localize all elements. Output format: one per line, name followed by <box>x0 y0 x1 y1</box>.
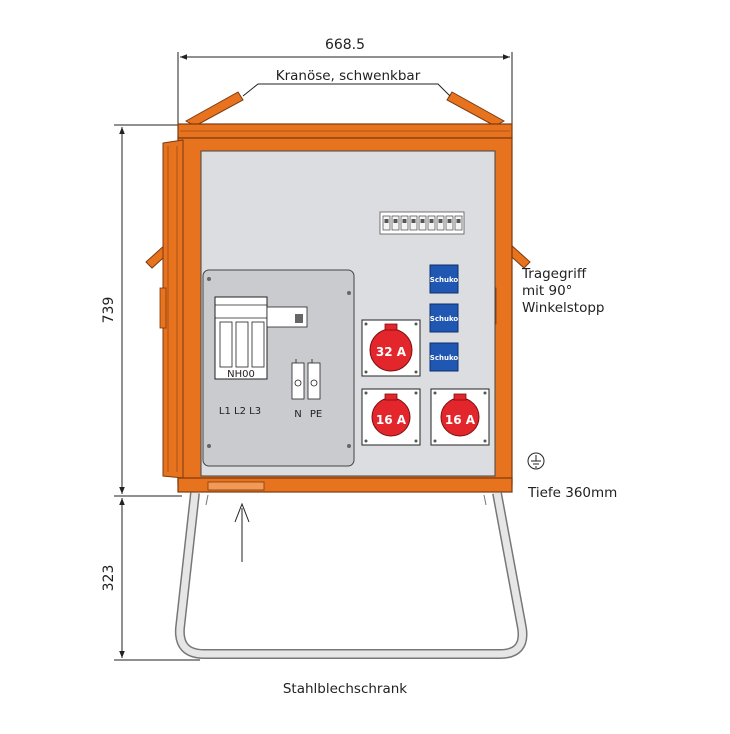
handle-label-line1: Tragegriff <box>521 266 587 282</box>
socket-32a-label: 32 A <box>376 345 407 359</box>
handle-label-line3: Winkelstopp <box>522 300 604 316</box>
schuko-socket-1: Schuko <box>429 264 459 294</box>
width-dimension: 668.5 <box>177 37 513 125</box>
height-dimension-stand: 323 <box>101 498 200 661</box>
depth-label: Tiefe 360mm <box>527 485 617 501</box>
width-value: 668.5 <box>325 37 365 53</box>
fuse-label: NH00 <box>227 369 255 380</box>
nh00-fuse-switch: NH00 L1 L2 L3 <box>214 296 308 417</box>
pe-label: PE <box>310 409 322 420</box>
handle-label-line2: mit 90° <box>522 283 572 299</box>
schuko-socket-2: Schuko <box>429 303 459 333</box>
terminal-screw <box>384 219 389 223</box>
n-pe-terminals: N PE <box>291 359 322 420</box>
cee-socket-16a-left: 16 A <box>361 388 421 446</box>
caption: Stahlblechschrank <box>283 681 407 697</box>
terminal-screw <box>402 219 407 223</box>
schuko-socket-3: Schuko <box>429 342 459 372</box>
terminal-strip <box>379 211 465 235</box>
svg-text:Schuko: Schuko <box>430 276 459 284</box>
svg-text:Schuko: Schuko <box>430 354 459 362</box>
terminal-screw <box>447 219 452 223</box>
phase-labels: L1 L2 L3 <box>219 406 261 417</box>
tubular-stand <box>174 492 528 659</box>
n-label: N <box>294 409 301 420</box>
cabinet-height-value: 739 <box>101 297 117 324</box>
socket-16a-left-label: 16 A <box>376 413 407 427</box>
crane-eyes: Kranöse, schwenkbar <box>184 68 506 127</box>
cee-socket-16a-right: 16 A <box>430 388 490 446</box>
terminal-screw <box>393 219 398 223</box>
terminal-screw <box>429 219 434 223</box>
terminal-screw <box>456 219 461 223</box>
terminal-screw <box>411 219 416 223</box>
crane-eye-label: Kranöse, schwenkbar <box>276 68 421 84</box>
up-arrow-icon <box>234 502 250 562</box>
cee-socket-32a: 32 A <box>361 319 421 377</box>
handle-annotation: Tragegriff mit 90° Winkelstopp <box>521 266 604 316</box>
height-dimension-cabinet: 739 <box>101 124 182 497</box>
terminal-screw <box>420 219 425 223</box>
socket-16a-right-label: 16 A <box>445 413 476 427</box>
schuko-sockets: Schuko Schuko Schuko <box>429 264 459 372</box>
svg-text:Schuko: Schuko <box>430 315 459 323</box>
ground-icon <box>527 452 545 470</box>
stand-height-value: 323 <box>101 565 117 592</box>
terminal-screw <box>438 219 443 223</box>
